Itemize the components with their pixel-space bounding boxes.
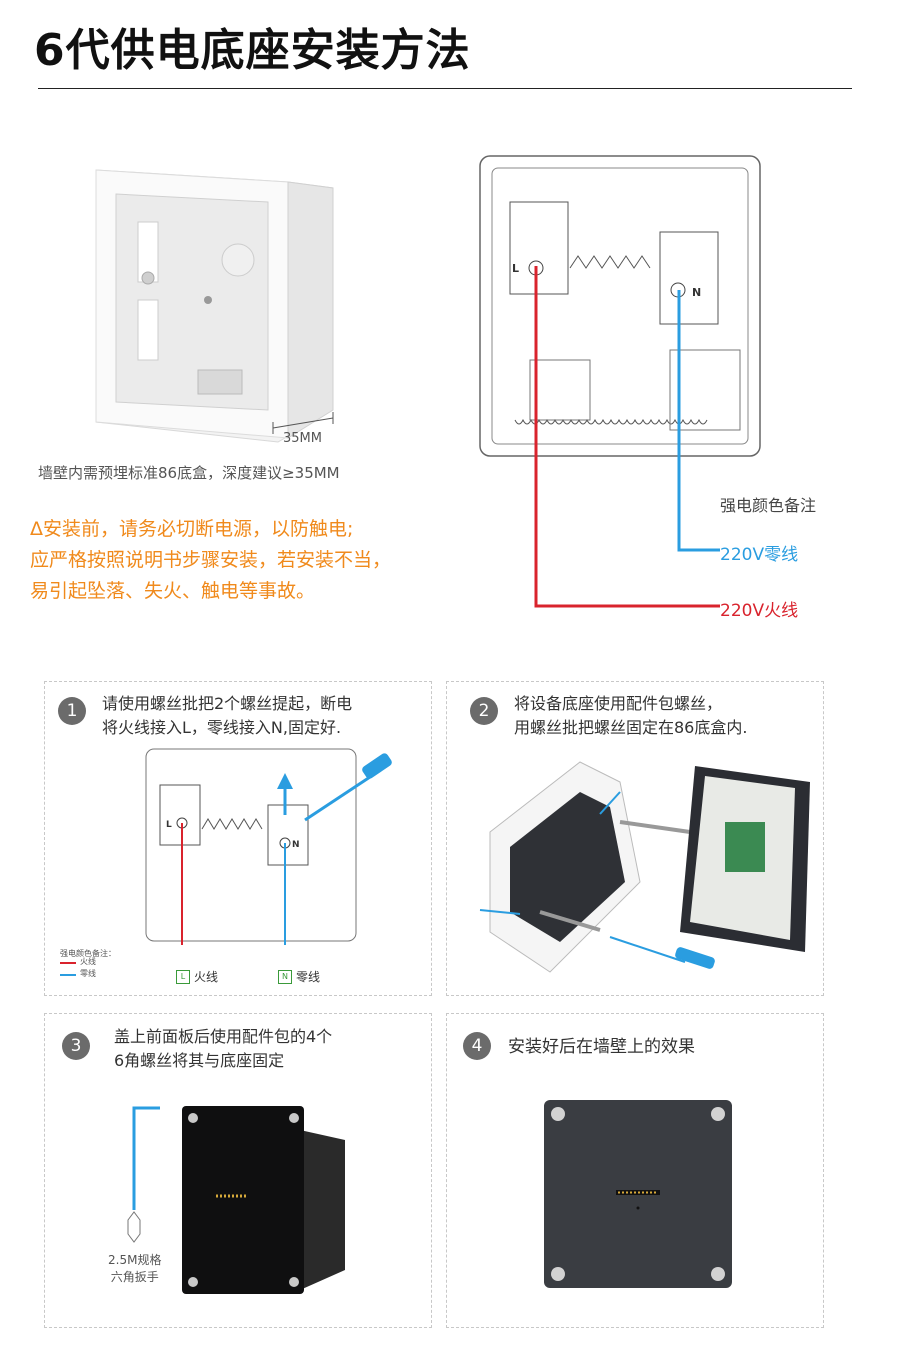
base-back-diagram: L N bbox=[479, 155, 761, 457]
step-number: 3 bbox=[62, 1032, 90, 1060]
tag-neutral-badge: N bbox=[278, 970, 292, 984]
step1-legend-neutral: 零线 bbox=[80, 969, 96, 978]
wall-box-image: 35MM bbox=[95, 169, 334, 446]
warning-line: 易引起坠落、失火、触电等事故。 bbox=[30, 580, 316, 602]
page-title: 6代供电底座安装方法 bbox=[34, 25, 471, 76]
dimension-label: 35MM bbox=[283, 431, 322, 446]
wrench-label: 2.5M规格 六角扳手 bbox=[108, 1253, 162, 1284]
step-number: 4 bbox=[463, 1032, 491, 1060]
step2-mount-image bbox=[479, 761, 810, 973]
step4-result-image bbox=[544, 1100, 732, 1288]
step-panel-2 bbox=[446, 681, 824, 996]
step-number: 1 bbox=[58, 697, 86, 725]
warning-line: 应严格按照说明书步骤安装，若安装不当， bbox=[30, 549, 392, 571]
step-panel-3 bbox=[44, 1013, 432, 1328]
wiring-lines bbox=[534, 266, 720, 608]
step3-panel-image bbox=[127, 1106, 345, 1294]
legend-neutral-line bbox=[60, 974, 76, 976]
step1-legend-title: 强电颜色备注： bbox=[60, 949, 116, 958]
wiring-note: 强电颜色备注 bbox=[720, 496, 817, 515]
step-text: 安装好后在墙壁上的效果 bbox=[508, 1037, 695, 1057]
tag-live-badge: L bbox=[176, 970, 190, 984]
step-panel-1 bbox=[44, 681, 432, 996]
step-text: 将设备底座使用配件包螺丝， 用螺丝批把螺丝固定在86底盒内. bbox=[514, 694, 748, 737]
step1-terminal-n: N bbox=[292, 840, 300, 850]
step-text: 请使用螺丝批把2个螺丝提起，断电 将火线接入L，零线接入N,固定好. bbox=[102, 694, 353, 737]
terminal-l-label: L bbox=[512, 262, 519, 275]
tag-neutral-text: 零线 bbox=[296, 970, 321, 984]
step-text: 盖上前面板后使用配件包的4个 6角螺丝将其与底座固定 bbox=[114, 1027, 333, 1070]
step1-terminal-l: L bbox=[166, 820, 172, 830]
terminal-n-label: N bbox=[692, 286, 701, 299]
live-wire-label: 220V火线 bbox=[720, 601, 799, 621]
step1-wiring-image: L N bbox=[145, 748, 392, 945]
step1-legend-live: 火线 bbox=[80, 957, 96, 966]
tag-live-text: 火线 bbox=[194, 970, 219, 984]
step-number: 2 bbox=[470, 697, 498, 725]
step-panel-4 bbox=[446, 1013, 824, 1328]
safety-warning: Δ安装前，请务必切断电源，以防触电; 应严格按照说明书步骤安装，若安装不当， 易… bbox=[30, 514, 391, 607]
neutral-wire-label: 220V零线 bbox=[720, 545, 799, 565]
legend-live-line bbox=[60, 962, 76, 964]
box-caption: 墙壁内需预埋标准86底盒，深度建议≥35MM bbox=[38, 464, 340, 482]
title-divider bbox=[38, 88, 852, 89]
warning-line: Δ安装前，请务必切断电源，以防触电; bbox=[30, 518, 354, 540]
